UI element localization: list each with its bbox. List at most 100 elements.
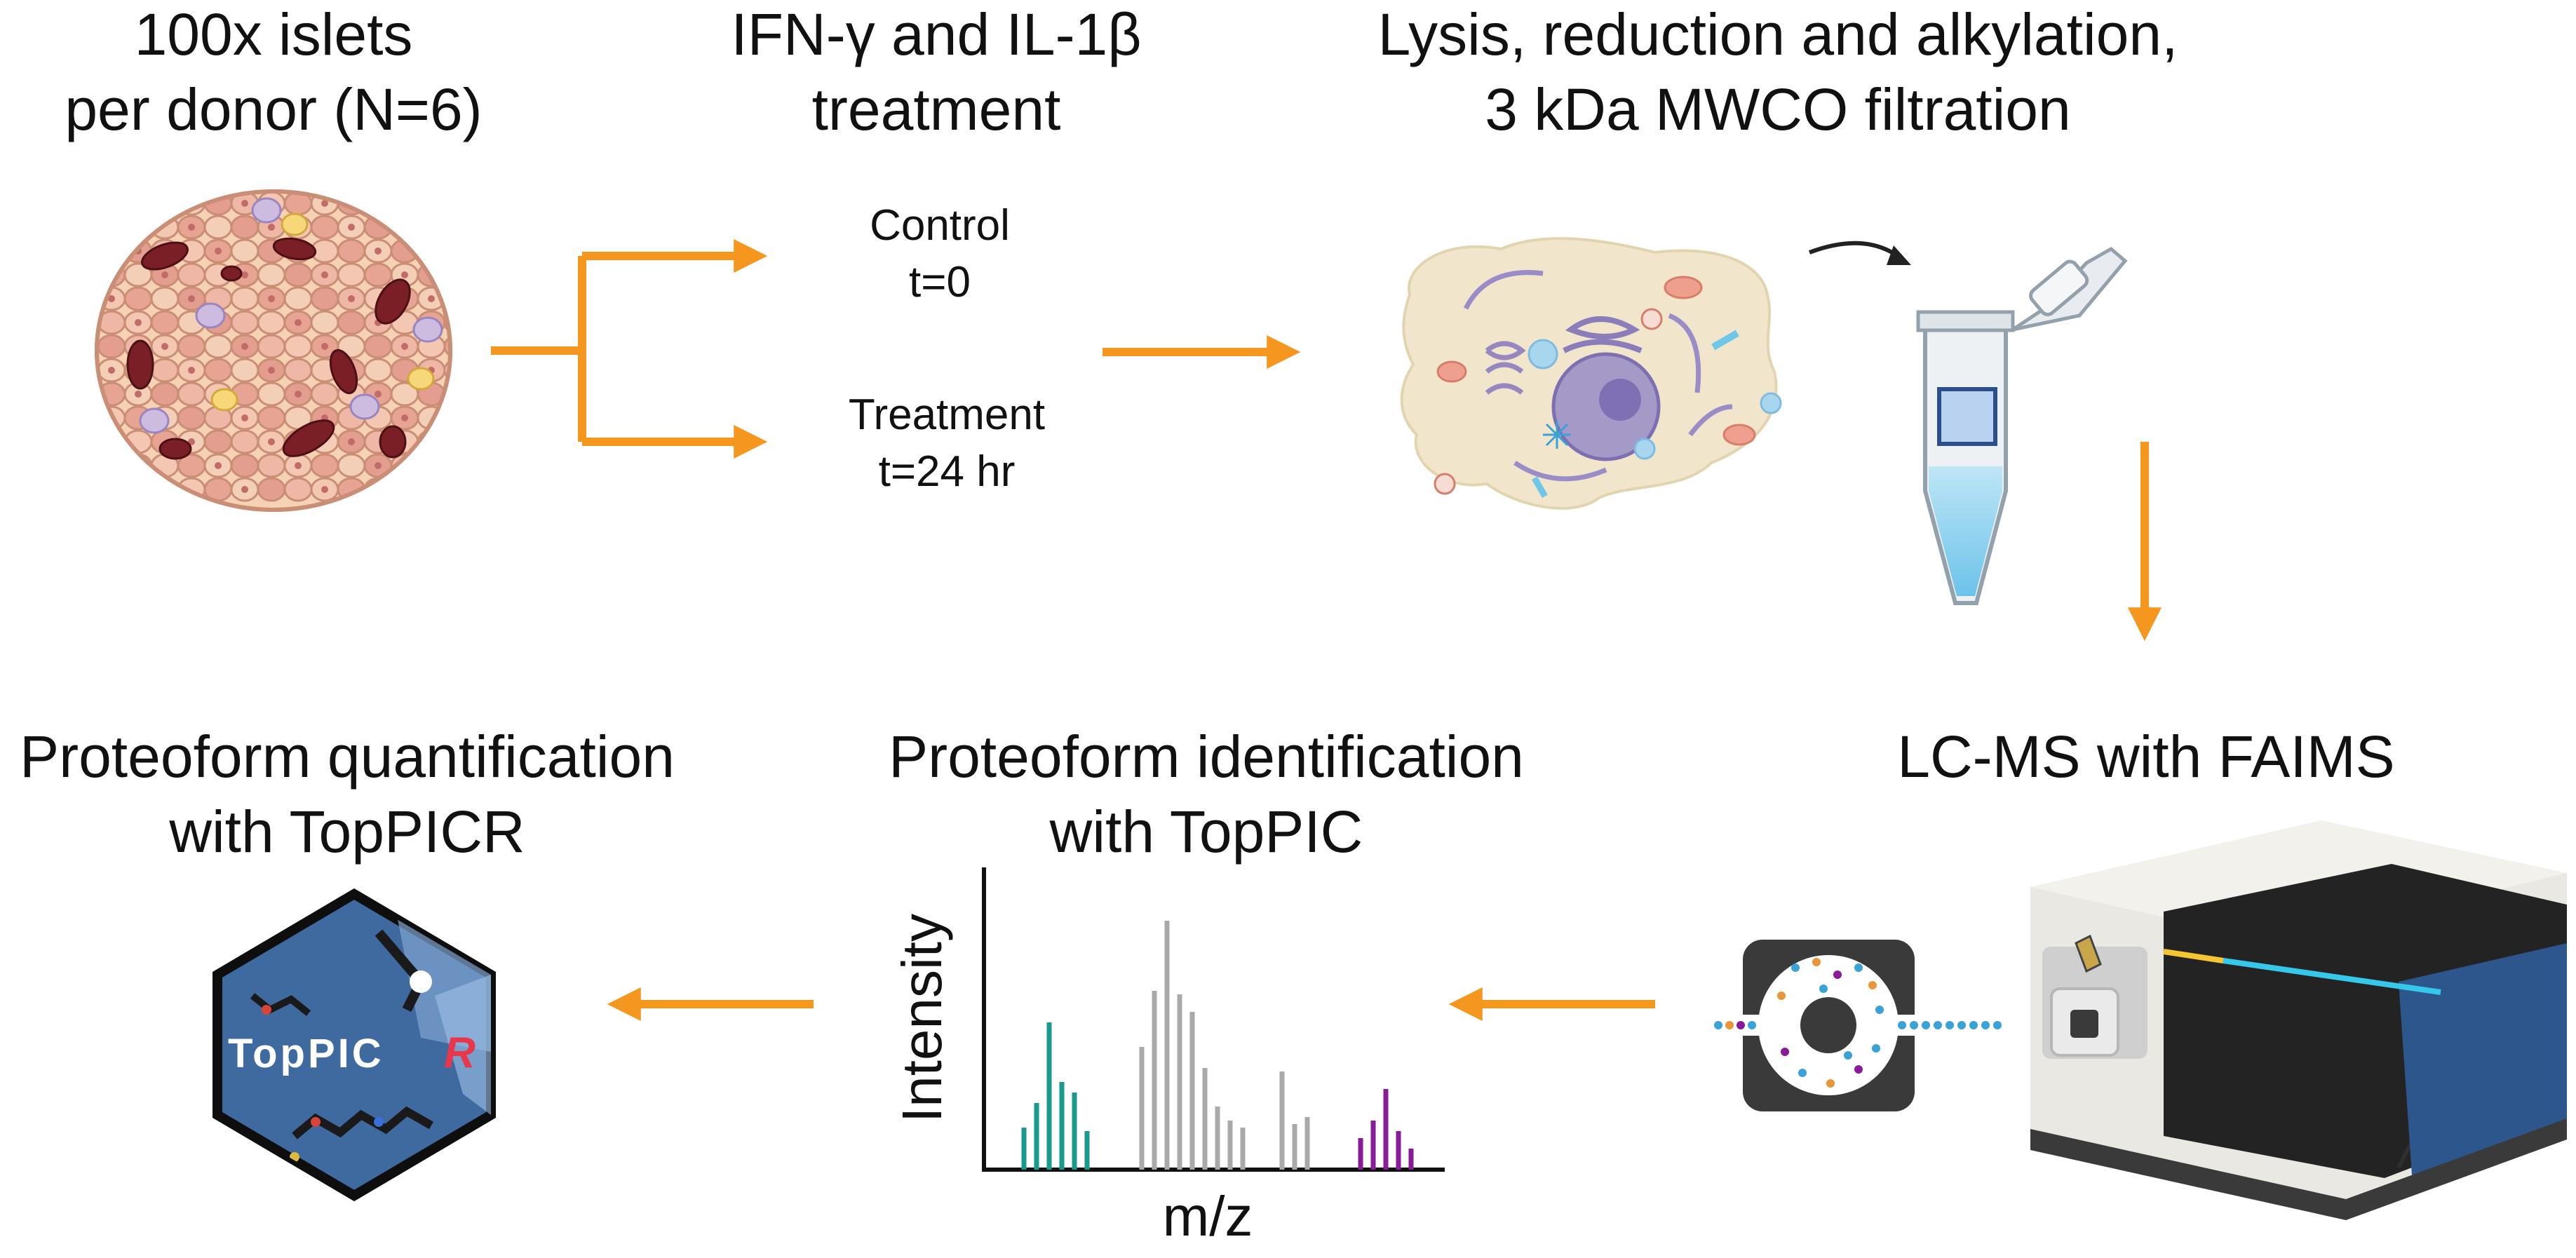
islet-cell [337,238,366,264]
islet-cell [123,286,153,311]
ion-dot [1934,1021,1942,1029]
islet-cell [283,477,313,502]
ion-dot [1781,1048,1789,1056]
ion-dot [1993,1021,2002,1029]
mass-spec-icon [2030,820,2567,1220]
islet-vessel [159,438,192,460]
islet-cell [283,334,313,359]
islet-cell [443,381,449,407]
islet-cell [177,381,206,407]
islet-cell [443,358,449,383]
islet-cell [310,453,339,478]
islet-vessel [375,278,411,325]
islet-cell-nucleus [295,319,302,326]
ion-dot [1819,985,1828,993]
ion-dot [1898,1021,1906,1029]
small-curved-arrow-icon [1808,241,1902,260]
step-islets-title: 100x islets per donor (N=6) [65,1,482,142]
islet-cell [310,286,339,311]
islet-cell [98,334,126,359]
islet-cell-nucleus [268,367,275,374]
ion-dot [1826,1079,1835,1088]
islet-cell [98,215,126,240]
islet-cell-nucleus [321,343,328,350]
treatment-title-line1: IFN-γ and IL-1β [731,1,1141,67]
tube-icon [1916,246,2128,605]
ion-dot [1981,1021,1990,1029]
ion-dot [1922,1021,1930,1029]
step-quant-title: Proteoform quantification with TopPICR [20,724,675,865]
ion-dot [1868,981,1877,989]
islet-cell-nucleus [161,343,168,350]
islet-alpha-cell [139,407,170,434]
islet-cell-nucleus [268,438,275,445]
islet-cell-nucleus [321,200,328,207]
ion-dot [1957,1021,1966,1029]
islet-cell [230,453,259,478]
spectrum-peaks [1021,921,1414,1170]
islet-vessel [126,339,154,390]
islet-cell [443,215,449,240]
islet-cell-nucleus [428,295,435,302]
islet-cell-nucleus [348,438,355,445]
step-lcms-title: LC-MS with FAIMS [1897,724,2394,790]
islet-cell [123,193,153,216]
condition-treatment: Treatment t=24 hr [849,391,1045,496]
islet-cell-nucleus [135,391,142,398]
islet-cell [443,310,449,335]
islet-cell-nucleus [401,271,408,278]
islet-cell [283,358,313,383]
islet-cell [443,238,449,264]
step-lysis-title: Lysis, reduction and alkylation, 3 kDa M… [1378,1,2178,142]
spectrum-plot: Intensity m/z [891,867,1445,1247]
islet-cell-nucleus [321,271,328,278]
islet-cell-nucleus [348,224,355,231]
ion-dot [1714,1021,1722,1029]
control-time: t=0 [909,258,971,306]
ident-title-line1: Proteoform identification [889,724,1524,790]
islet-cell [417,215,446,240]
ion-dot [1969,1021,1978,1029]
islet-cell [150,358,180,383]
islet-cell-nucleus [375,391,382,398]
islet-cell-nucleus [215,248,222,255]
islet-cell [257,334,286,359]
islet-cell [443,334,449,359]
islet-cell-nucleus [135,462,142,469]
islet-cell-nucleus [295,462,302,469]
islet-cell [177,334,206,359]
islet-cell [230,429,259,454]
ion-dot [1910,1021,1918,1029]
ion-dot [1875,1006,1884,1014]
islet-cell [283,262,313,288]
islet-cell [443,477,449,502]
islet-cell [177,405,206,431]
islet-vessel [282,419,335,457]
islet-cell [257,453,286,478]
islet-cell-nucleus [295,391,302,398]
islet-cell [390,193,419,216]
islet-cell-nucleus [241,271,248,278]
quant-title-line2: with TopPICR [168,799,525,865]
islet-cell [257,310,286,335]
islet-cell [283,286,313,311]
islet-delta-cell [407,367,435,391]
islet-cell [443,453,449,478]
quant-title-line1: Proteoform quantification [20,724,675,790]
islet-cell-nucleus [241,343,248,350]
islet-cell [390,477,419,502]
islet-cell [417,453,446,478]
islet-cell-nucleus [241,200,248,207]
islet-vessel [141,241,189,271]
islet-cell [150,286,180,311]
islet-cell [257,262,286,288]
islet-cell [310,381,339,407]
islet-cell-nucleus [108,367,115,374]
islet-cell [98,477,126,502]
islet-cell [363,262,393,288]
ion-dot [1833,970,1842,979]
islet-cell-nucleus [375,248,382,255]
lcms-title: LC-MS with FAIMS [1897,724,2394,790]
islet-cell-nucleus [348,295,355,302]
islet-cell [150,193,180,216]
